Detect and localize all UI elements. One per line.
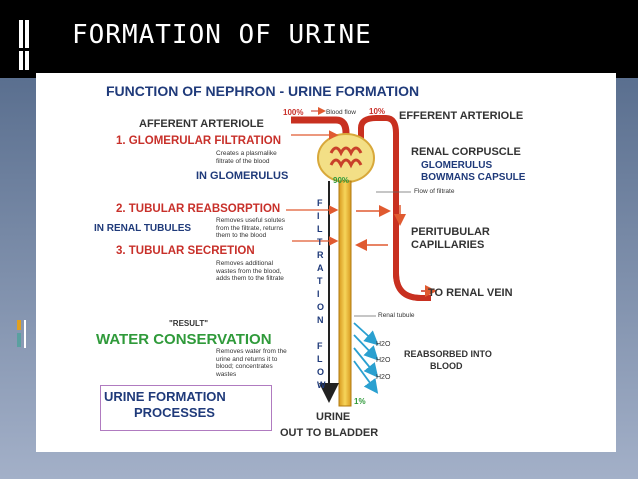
- h2o-label: H2O: [376, 357, 391, 364]
- decor-bar-orange: [17, 320, 21, 330]
- bowmans-capsule-shape: [317, 133, 375, 183]
- afferent-vessel: [291, 116, 350, 153]
- renal-tubule-shape: [338, 180, 352, 407]
- flow-filtrate-label: Flow of filtrate: [414, 188, 455, 195]
- flow-letter: W: [317, 380, 326, 390]
- glomerulus-shape: [329, 146, 363, 169]
- step3-label: 3. TUBULAR SECRETION: [116, 245, 255, 257]
- flow-letter: F: [317, 198, 323, 208]
- flow-letter: T: [317, 276, 323, 286]
- water-arrow: [353, 347, 379, 378]
- step1-desc: Creates a plasmalike filtrate of the blo…: [216, 150, 277, 165]
- flow-letter: I: [317, 211, 320, 221]
- afferent-label: AFFERENT ARTERIOLE: [139, 118, 264, 130]
- decor-bar-white: [19, 20, 23, 70]
- nephron-diagram: [286, 107, 437, 407]
- decor-bar-white: [24, 320, 26, 348]
- water-arrow: [353, 322, 379, 346]
- pct-90: 90%: [333, 176, 350, 185]
- decor-bar-white: [25, 20, 29, 70]
- h2o-label: H2O: [376, 341, 391, 348]
- step2-desc: Removes useful solutes from the filtrate…: [216, 217, 286, 239]
- peritubular-label-2: CAPILLARIES: [411, 239, 485, 251]
- step2-location: IN RENAL TUBULES: [94, 223, 192, 234]
- step1-location: IN GLOMERULUS: [196, 170, 289, 182]
- pct-100: 100%: [283, 108, 304, 117]
- water-arrow: [353, 334, 379, 361]
- slide-title: FORMATION OF URINE: [72, 20, 372, 50]
- flow-letter: L: [317, 354, 323, 364]
- step1-label: 1. GLOMERULAR FILTRATION: [116, 135, 282, 147]
- pct-1: 1%: [354, 397, 366, 406]
- water-arrow: [353, 360, 379, 394]
- flow-letter: L: [317, 224, 323, 234]
- blood-flow-label: Blood flow: [326, 109, 356, 116]
- decor-bar-green: [17, 333, 21, 347]
- water-desc: Removes water from the urine and returns…: [216, 348, 287, 378]
- bladder-label: OUT TO BLADDER: [280, 427, 379, 439]
- flow-letter: N: [317, 315, 324, 325]
- water-conservation-label: WATER CONSERVATION: [96, 331, 272, 348]
- reabsorbed-label-2: BLOOD: [430, 361, 463, 371]
- efferent-label: EFFERENT ARTERIOLE: [399, 110, 524, 122]
- renal-vein-vessel: [393, 213, 422, 301]
- reabsorbed-label-1: REABSORBED INTO: [404, 349, 492, 359]
- diagram-panel: FUNCTION OF NEPHRON - URINE FORMATION AF…: [36, 73, 616, 452]
- peritubular-label-1: PERITUBULAR: [411, 226, 490, 238]
- renal-tubule-label: Renal tubule: [378, 312, 415, 319]
- urine-label: URINE: [316, 411, 351, 423]
- processes-label-2: PROCESSES: [134, 405, 215, 420]
- flow-letter: R: [317, 250, 324, 260]
- flow-letter: F: [317, 341, 323, 351]
- h2o-label: H2O: [376, 374, 391, 381]
- flow-letter: I: [317, 289, 320, 299]
- bowmans-label: BOWMANS CAPSULE: [421, 172, 526, 183]
- decor-bar-white: [19, 48, 29, 51]
- flow-letter: O: [317, 302, 325, 312]
- step3-desc: Removes additional wastes from the blood…: [216, 260, 284, 282]
- flow-letter: T: [317, 237, 323, 247]
- step2-label: 2. TUBULAR REABSORPTION: [116, 203, 281, 215]
- flow-letter: A: [317, 263, 324, 273]
- result-label: "RESULT": [169, 319, 208, 328]
- processes-label-1: URINE FORMATION: [104, 389, 226, 404]
- processes-box: [100, 385, 272, 431]
- renal-corpuscle-label: RENAL CORPUSCLE: [411, 146, 521, 158]
- renal-vein-label: TO RENAL VEIN: [428, 287, 513, 299]
- flow-letter: O: [317, 367, 325, 377]
- glomerulus-label: GLOMERULUS: [421, 160, 493, 171]
- diagram-title: FUNCTION OF NEPHRON - URINE FORMATION: [106, 83, 420, 99]
- pct-10: 10%: [369, 107, 386, 116]
